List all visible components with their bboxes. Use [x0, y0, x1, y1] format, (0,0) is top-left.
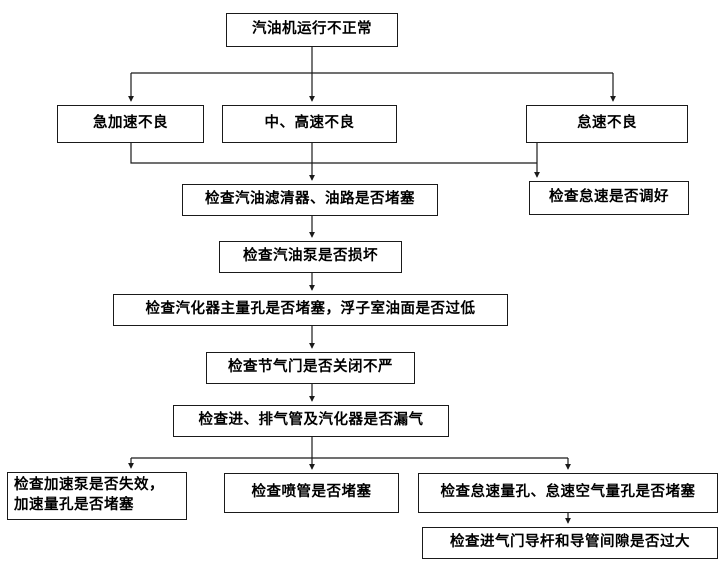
- node-poor-acceleration[interactable]: 急加速不良: [57, 105, 204, 143]
- node-check-idle-jets[interactable]: 检查怠速量孔、怠速空气量孔是否堵塞: [418, 473, 718, 513]
- node-check-carburetor-jet[interactable]: 检查汽化器主量孔是否堵塞，浮子室油面是否过低: [113, 294, 508, 326]
- node-poor-idle[interactable]: 怠速不良: [526, 105, 688, 143]
- node-check-idle-adjust[interactable]: 检查怠速是否调好: [529, 181, 689, 215]
- node-check-manifold-leak[interactable]: 检查进、排气管及汽化器是否漏气: [173, 405, 449, 437]
- node-check-nozzle[interactable]: 检查喷管是否堵塞: [224, 473, 399, 513]
- node-check-valve-guide[interactable]: 检查进气门导杆和导管间隙是否过大: [422, 527, 718, 559]
- node-check-fuel-pump[interactable]: 检查汽油泵是否损坏: [219, 241, 402, 273]
- node-check-throttle[interactable]: 检查节气门是否关闭不严: [206, 352, 415, 384]
- node-check-fuel-filter[interactable]: 检查汽油滤清器、油路是否堵塞: [182, 184, 438, 216]
- node-poor-mid-high-speed[interactable]: 中、高速不良: [222, 105, 397, 143]
- node-check-accel-pump[interactable]: 检查加速泵是否失效， 加速量孔是否堵塞: [7, 472, 187, 520]
- node-engine-abnormal[interactable]: 汽油机运行不正常: [226, 13, 398, 47]
- edge-n2-to-n5: [130, 143, 537, 164]
